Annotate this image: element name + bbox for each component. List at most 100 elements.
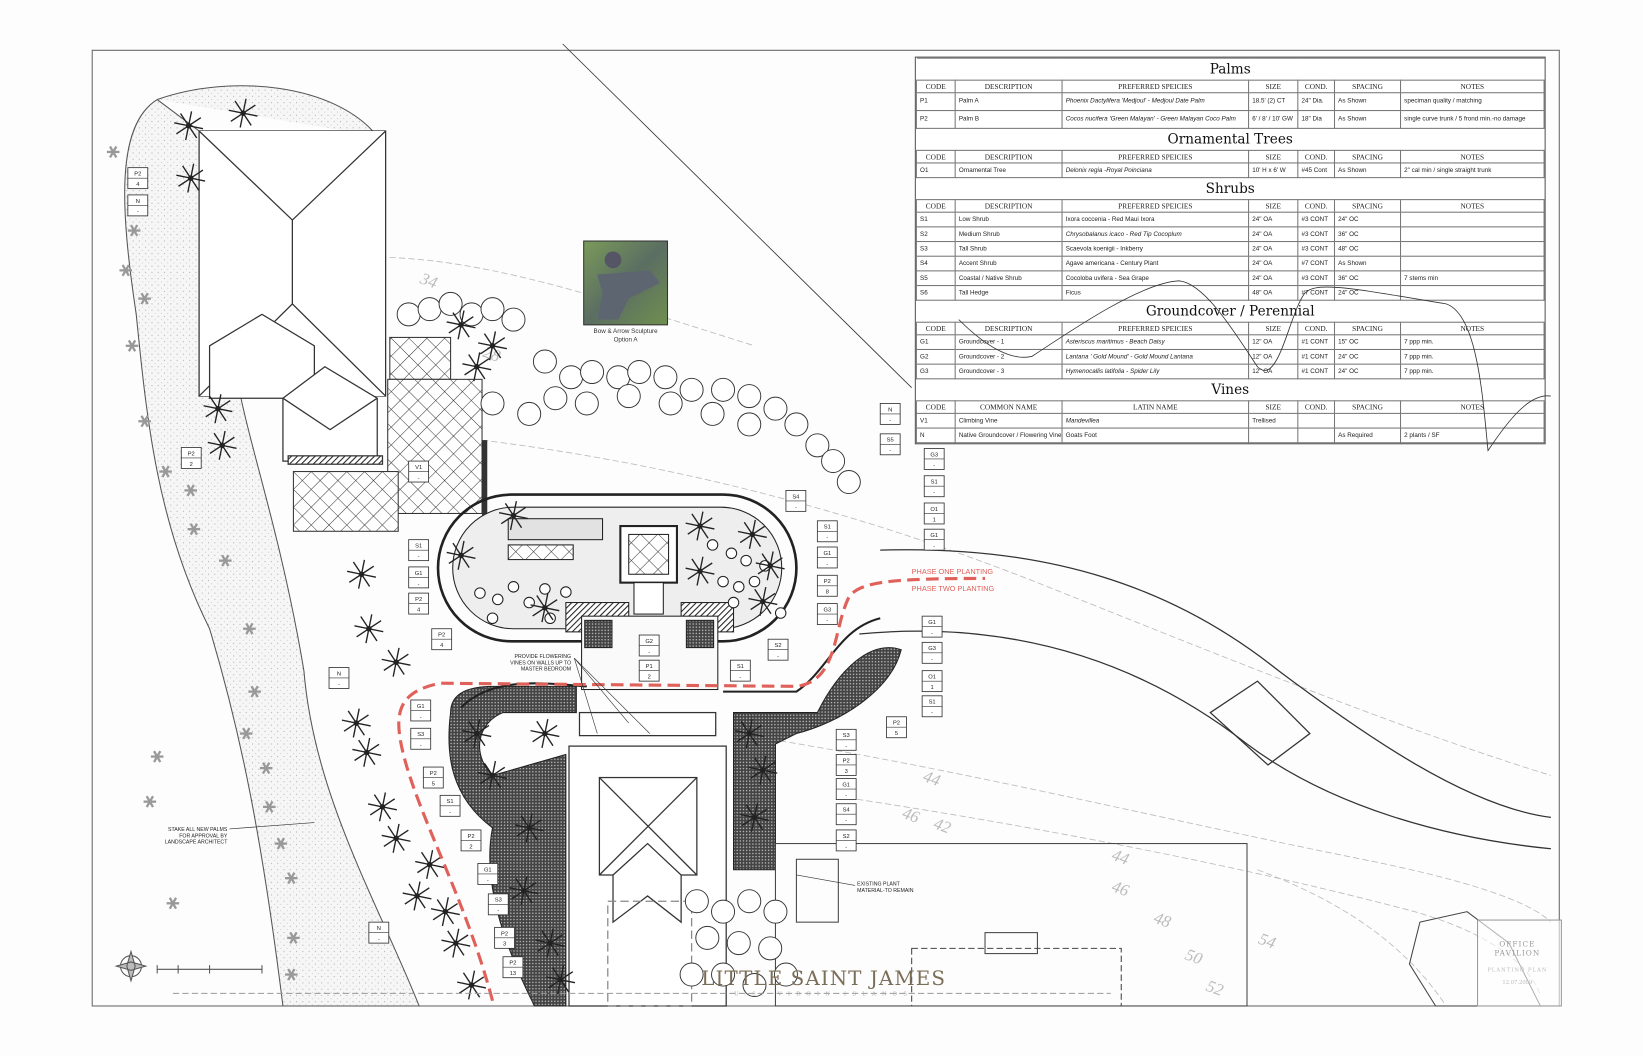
table-cell: 24" OA xyxy=(1248,270,1299,287)
tag-quantity: - xyxy=(420,714,422,720)
plant-tag-g3[interactable]: G3- xyxy=(816,603,838,625)
table-cell: G3 xyxy=(915,363,956,380)
svg-text:PROVIDE FLOWERING: PROVIDE FLOWERING xyxy=(515,654,572,660)
column-header: PREFERRED SPEICIES xyxy=(1061,79,1250,94)
plant-tag-s3[interactable]: S3- xyxy=(410,727,432,750)
tree-canopy-icon xyxy=(737,412,762,437)
svg-text:12.07.2009: 12.07.2009 xyxy=(1502,980,1532,986)
table-cell: #3 CONT xyxy=(1297,211,1336,228)
tag-code: G1 xyxy=(842,782,850,788)
plant-tag-s1[interactable]: S1- xyxy=(729,659,751,682)
table-cell: As Required xyxy=(1333,427,1402,444)
tag-code: P2 xyxy=(468,834,475,840)
plant-tag-g1[interactable]: G1- xyxy=(816,546,838,569)
tree-canopy-icon xyxy=(742,973,767,998)
palm-icon xyxy=(203,394,233,424)
tag-quantity: - xyxy=(845,818,847,824)
plant-tag-n[interactable]: N- xyxy=(328,667,350,689)
plant-tag-g3[interactable]: G3- xyxy=(921,641,943,664)
plant-tag-g2[interactable]: G2- xyxy=(638,634,660,657)
tree-canopy-icon xyxy=(711,377,736,402)
plant-tag-s4[interactable]: S4- xyxy=(785,489,807,512)
plant-tag-g1[interactable]: G1- xyxy=(410,699,432,722)
table-cell: V1 xyxy=(915,412,956,429)
palm-icon xyxy=(402,881,432,911)
palm-icon xyxy=(755,551,785,581)
plant-tag-p2[interactable]: P25 xyxy=(422,766,444,789)
plant-tag-s1[interactable]: S1- xyxy=(408,539,430,562)
plant-tag-g1[interactable]: G1- xyxy=(923,528,945,551)
schedule-section-title: Vines xyxy=(916,378,1545,402)
column-header: NOTES xyxy=(1399,79,1545,94)
palm-icon xyxy=(748,586,778,617)
plant-tag-s5[interactable]: S5- xyxy=(879,433,901,456)
contour-label: 34 xyxy=(417,268,440,292)
table-cell: Groundcover - 1 xyxy=(954,334,1063,350)
column-header: SPACING xyxy=(1333,400,1402,414)
plant-tag-o1[interactable]: O11 xyxy=(921,670,943,693)
tag-code: P2 xyxy=(415,597,422,603)
plant-tag-p1[interactable]: P12 xyxy=(638,659,660,682)
tag-code: P2 xyxy=(188,451,195,457)
shrub-icon xyxy=(717,575,729,588)
plant-tag-s1[interactable]: S1- xyxy=(816,520,838,543)
tree-canopy-icon xyxy=(396,302,421,327)
plant-tag-s4[interactable]: S4 - xyxy=(835,803,857,826)
plant-tag-g1[interactable]: G1- xyxy=(921,615,943,638)
plant-tag-n[interactable]: N- xyxy=(127,194,149,217)
tag-code: S4 xyxy=(843,808,851,814)
table-cell: Goats Foot xyxy=(1061,427,1250,444)
plant-tag-p2[interactable]: P22 xyxy=(460,829,482,852)
column-header: CODE xyxy=(915,321,956,336)
table-cell: 18.5' (2) CT xyxy=(1248,92,1299,112)
svg-text:MASTER BEDROOM: MASTER BEDROOM xyxy=(521,667,571,673)
palm-icon xyxy=(381,647,411,677)
tree-canopy-icon xyxy=(737,384,762,409)
plant-tag-s3[interactable]: S3- xyxy=(487,893,509,916)
plant-tag-p2[interactable]: P25 xyxy=(886,716,907,739)
plant-tag-n[interactable]: N- xyxy=(879,403,901,425)
plant-tag-p2[interactable]: P22 xyxy=(180,447,202,469)
plant-tag-p2[interactable]: P28 xyxy=(816,574,838,597)
plant-tag-v1[interactable]: V1- xyxy=(408,460,430,483)
coastal-shrub-icon xyxy=(239,727,253,740)
plant-tag-s2[interactable]: S2- xyxy=(835,829,857,852)
tree-canopy-icon xyxy=(684,889,709,914)
logo-text: LITTLE SAINT JAMES xyxy=(701,967,946,990)
table-cell: Mandevillea xyxy=(1061,412,1250,429)
plant-tag-g1[interactable]: G1- xyxy=(477,863,499,885)
coastal-shrub-icon xyxy=(219,554,232,567)
plant-tag-s1[interactable]: S1- xyxy=(923,475,945,498)
plant-tag-p2[interactable]: P24 xyxy=(431,628,453,651)
table-cell: 7 stems min xyxy=(1399,270,1545,287)
plant-tag-p2[interactable]: P24 xyxy=(408,592,430,615)
table-cell: #1 CONT xyxy=(1297,334,1336,350)
plant-tag-p2[interactable]: P23 xyxy=(835,754,857,776)
plant-tag-n[interactable]: N- xyxy=(368,921,390,944)
tag-code: G1 xyxy=(928,620,936,626)
svg-text:PAVILION: PAVILION xyxy=(1494,949,1540,958)
plant-tag-s2[interactable]: S2- xyxy=(767,638,789,661)
plant-tag-p2[interactable]: P24 xyxy=(127,167,149,190)
table-cell xyxy=(1399,412,1545,429)
plant-tag-o1[interactable]: O11 xyxy=(923,502,945,525)
plant-tag-s1[interactable]: S1- xyxy=(439,794,461,817)
scale-bar xyxy=(156,965,263,974)
plant-tag-g1[interactable]: G1- xyxy=(835,778,857,800)
tag-code: P2 xyxy=(509,961,516,967)
palm-icon xyxy=(347,559,377,589)
tag-quantity: - xyxy=(826,618,828,624)
plant-tag-s1[interactable]: S1- xyxy=(921,695,943,718)
plant-tag-g3[interactable]: G3- xyxy=(923,448,945,470)
plant-tag-g1[interactable]: G1- xyxy=(408,566,430,589)
shrub-icon xyxy=(560,586,572,598)
table-cell: #1 CONT xyxy=(1297,363,1336,380)
plant-tag-p2[interactable]: P23 xyxy=(494,926,515,949)
column-header: LATIN NAME xyxy=(1061,400,1250,414)
column-header: SPACING xyxy=(1333,79,1402,94)
sculpture-caption: Bow & Arrow Sculpture xyxy=(594,328,659,335)
plant-tag-s3[interactable]: S3- xyxy=(835,728,857,751)
